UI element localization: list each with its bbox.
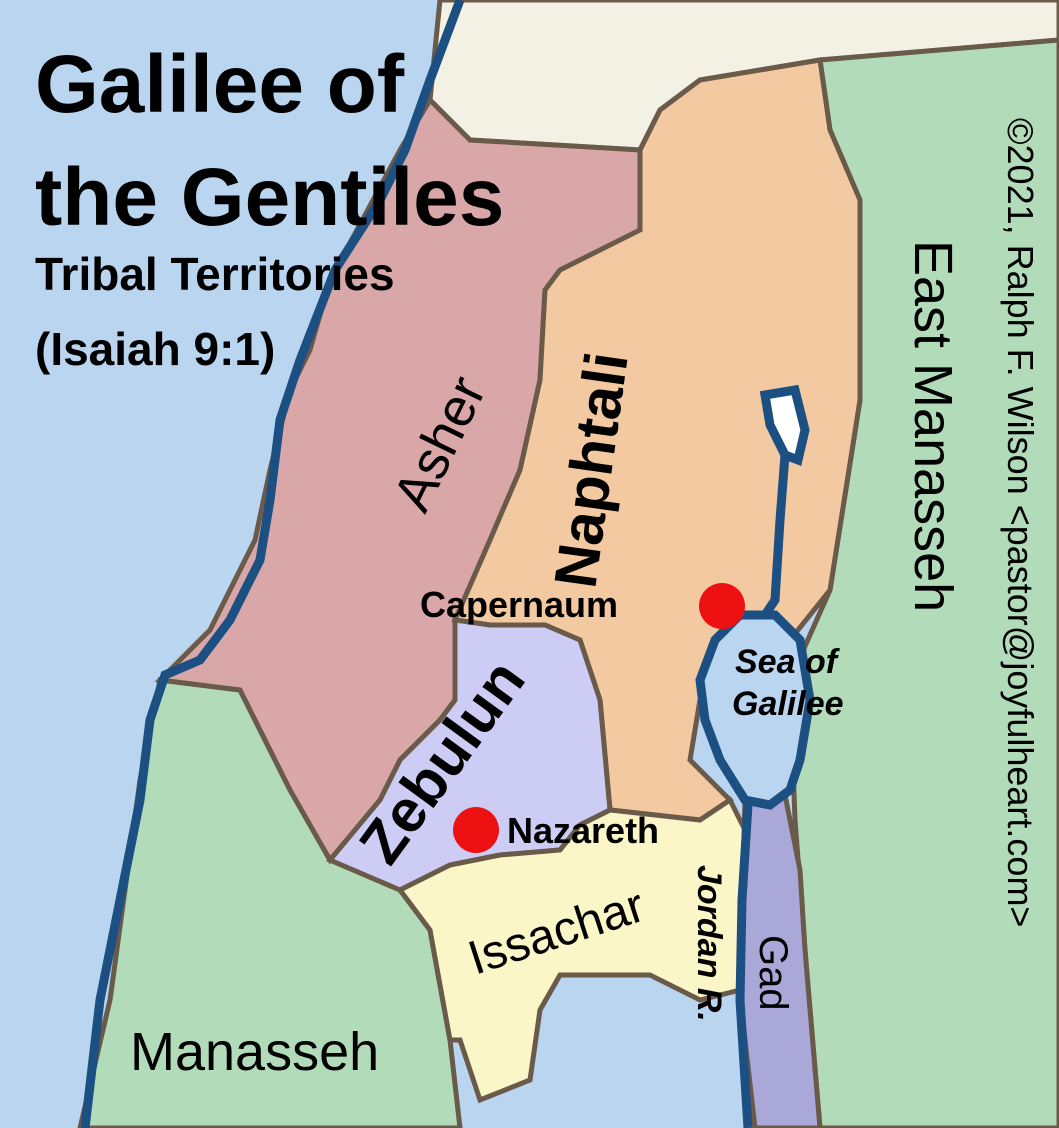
city-dot-capernaum: [699, 583, 745, 629]
coastline: [80, 0, 465, 1128]
label-sea-of-galilee-2: Galilee: [732, 685, 844, 723]
label-jordan-river: Jordan R.: [690, 865, 728, 1022]
city-dot-nazareth: [453, 807, 499, 853]
copyright-notice: ©2021, Ralph F. Wilson <pastor@joyfulhea…: [1000, 118, 1041, 927]
map-title-line2: the Gentiles: [35, 152, 504, 243]
upper-jordan-river: [761, 454, 790, 618]
label-sea-of-galilee-1: Sea of: [735, 643, 841, 681]
lower-jordan-river: [735, 804, 753, 1128]
region-issachar: [396, 796, 748, 1104]
label-capernaum: Capernaum: [420, 584, 618, 625]
label-manasseh: Manasseh: [130, 1022, 379, 1082]
sea-of-galilee: [695, 610, 815, 810]
map-subtitle-line1: Tribal Territories: [35, 248, 395, 300]
label-nazareth: Nazareth: [507, 810, 659, 851]
label-gad: Gad: [751, 935, 795, 1011]
label-east-manasseh: East Manasseh: [903, 240, 963, 612]
map-title-line1: Galilee of: [35, 39, 405, 130]
lake-hula: [759, 384, 810, 467]
map-subtitle-line2: (Isaiah 9:1): [35, 323, 275, 375]
